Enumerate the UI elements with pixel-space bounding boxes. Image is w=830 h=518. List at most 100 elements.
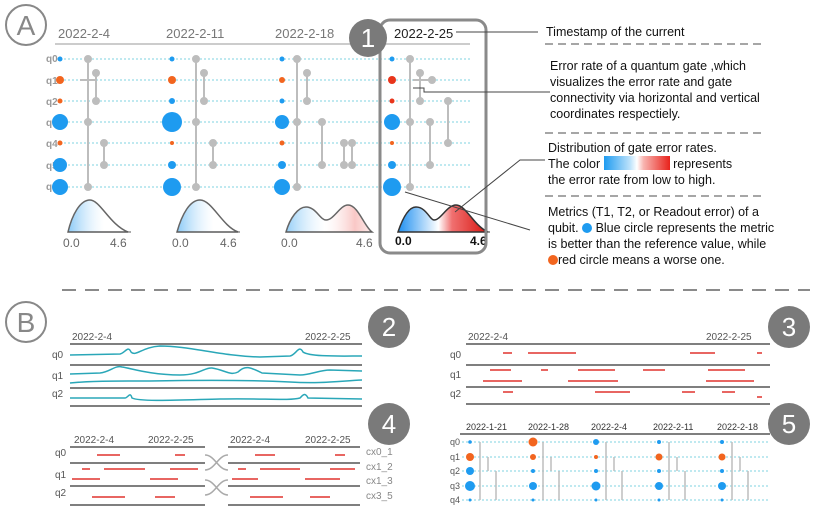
axis-max-label: 4.6 — [470, 234, 487, 248]
panel-b4: 2022-2-4 2022-2-25 2022-2-4 2022-2-25 q0… — [55, 435, 393, 506]
current-date-label: 2022-2-25 — [394, 26, 453, 41]
p5-date: 2022-1-28 — [528, 422, 569, 432]
badge-3: 3 — [768, 306, 810, 348]
badge-4: 4 — [368, 403, 410, 445]
annotation-distribution: Distribution of gate error rates. The co… — [548, 140, 732, 188]
distribution-color-suffix: represents — [673, 157, 733, 171]
metrics-line4: red circle means a worse one. — [558, 253, 725, 267]
panel-a-qubit-lines — [60, 58, 470, 188]
error-rate-line: coordinates respectiely. — [550, 107, 681, 121]
annotation-error-rate: Error rate of a quantum gate ,which visu… — [550, 58, 760, 122]
qubit-label: q0 — [52, 350, 64, 361]
qubit-metric-circle — [593, 439, 599, 445]
qubit-label: q0 — [450, 350, 462, 361]
qubit-metric-circle — [465, 481, 475, 491]
qubit-metric-circle — [530, 454, 536, 460]
distribution-title: Distribution of gate error rates. — [548, 141, 717, 155]
qubit-metric-circle — [594, 469, 598, 473]
p2-date-end: 2022-2-25 — [305, 332, 351, 343]
link-label: cx3_5 — [366, 491, 393, 502]
distribution-line3: the error rate from low to high. — [548, 173, 716, 187]
qubit-metric-circle — [720, 469, 724, 473]
qubit-label: q1 — [52, 371, 64, 382]
qubit-label: q1 — [450, 452, 460, 462]
axis-max-label: 4.6 — [110, 236, 127, 250]
link-label: cx1_2 — [366, 462, 393, 473]
badge-number: 1 — [361, 23, 375, 53]
qubit-label: q2 — [450, 389, 462, 400]
qubit-metric-circle — [720, 498, 724, 502]
annotation-timestamp: Timestamp of the current — [546, 24, 684, 40]
blue-circle-icon — [582, 223, 593, 233]
qubit-metric-circle — [594, 455, 598, 459]
date-label: 2022-2-4 — [58, 26, 110, 41]
axis-min-label: 0.0 — [63, 236, 80, 250]
qubit-label: q3 — [450, 481, 460, 491]
qubit-metric-circle — [466, 453, 474, 461]
p4-left-date-end: 2022-2-25 — [148, 435, 194, 446]
qubit-metric-circle — [657, 469, 661, 473]
qubit-metric-circle — [718, 453, 726, 461]
qubit-metric-circle — [655, 482, 663, 490]
qubit-label: q3 — [46, 118, 58, 129]
axis-min-label: 0.0 — [395, 234, 412, 248]
qubit-metric-circle — [466, 467, 474, 475]
qubit-metric-circle — [528, 437, 538, 447]
date-label: 2022-2-11 — [166, 26, 224, 41]
error-rate-line: Error rate of a quantum gate ,which — [550, 59, 746, 73]
qubit-metric-circle — [591, 481, 601, 491]
annotation-timestamp-text: Timestamp of the current — [546, 25, 685, 39]
panel-a-gates — [80, 55, 452, 191]
p4-right-date-start: 2022-2-4 — [230, 435, 270, 446]
p3-date-start: 2022-2-4 — [468, 332, 508, 343]
badge-number: 4 — [382, 409, 396, 439]
p4-right-date-end: 2022-2-25 — [305, 435, 351, 446]
qubit-label: q2 — [52, 389, 64, 400]
qubit-label: q2 — [46, 97, 58, 108]
metrics-line2-suffix: Blue circle represents the metric — [595, 221, 775, 235]
axis-max-label: 4.6 — [356, 236, 373, 250]
qubit-metric-circle — [531, 469, 535, 473]
section-b-letter: B — [17, 307, 36, 338]
current-timestamp-highlight — [378, 18, 488, 255]
qubit-metric-circle — [657, 440, 661, 444]
badge-5: 5 — [768, 403, 810, 445]
link-label: cx1_3 — [366, 476, 393, 487]
p4-left-date-start: 2022-2-4 — [74, 435, 114, 446]
link-label: cx0_1 — [366, 447, 393, 458]
qubit-label: q0 — [46, 54, 58, 65]
annotation-leaders — [404, 31, 550, 231]
p5-date: 2022-2-11 — [653, 422, 693, 432]
panel-a-metric-circles — [52, 56, 401, 196]
badge-number: 5 — [782, 409, 796, 439]
distribution-color-prefix: The color — [548, 157, 601, 171]
qubit-metric-circle — [657, 498, 661, 502]
p5-date: 2022-2-18 — [717, 422, 758, 432]
qubit-metric-circle — [468, 498, 472, 502]
annotation-metrics: Metrics (T1, T2, or Readout error) of a … — [548, 204, 774, 268]
section-a-label: A — [5, 4, 47, 46]
qubit-metric-circle — [720, 440, 724, 444]
qubit-label: q1 — [55, 470, 67, 481]
badge-number: 3 — [782, 312, 796, 342]
qubit-label: q2 — [450, 466, 460, 476]
panel-b3: 2022-2-4 2022-2-25 q0 q1 q2 — [450, 332, 770, 405]
error-rate-line: visualizes the error rate and gate — [550, 75, 733, 89]
qubit-metric-circle — [529, 482, 537, 490]
qubit-metric-circle — [655, 453, 663, 461]
section-a-letter: A — [17, 10, 36, 41]
axis-min-label: 0.0 — [281, 236, 298, 250]
qubit-label: q1 — [46, 76, 58, 87]
qubit-metric-circle — [531, 498, 535, 502]
metrics-line3: is better than the reference value, whil… — [548, 237, 767, 251]
qubit-metric-circle — [594, 498, 598, 502]
panel-a-dates: 2022-2-4 2022-2-11 2022-2-18 2022-2-25 — [55, 26, 470, 45]
p2-date-start: 2022-2-4 — [72, 332, 112, 343]
panel-a-axis-labels: 0.0 4.6 0.0 4.6 0.0 4.6 0.0 4.6 — [63, 234, 487, 250]
p3-date-end: 2022-2-25 — [706, 332, 752, 343]
axis-min-label: 0.0 — [172, 236, 189, 250]
qubit-label: q0 — [450, 437, 460, 447]
color-gradient-legend — [603, 156, 670, 170]
metrics-line1: Metrics (T1, T2, or Readout error) of a — [548, 205, 759, 219]
qubit-metric-circle — [718, 482, 726, 490]
